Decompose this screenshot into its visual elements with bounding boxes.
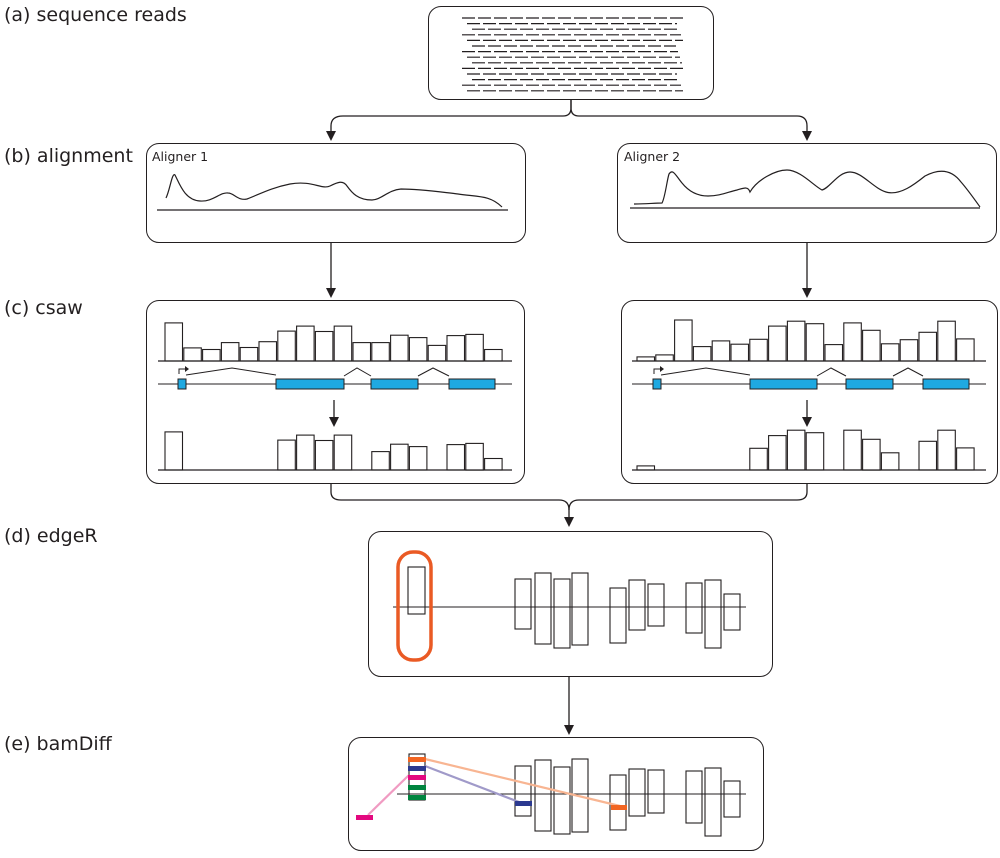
kept-window-bar-right (918, 440, 938, 471)
kept-window-bar-right (768, 435, 787, 471)
window-bar-left (408, 337, 428, 362)
reads-panel (428, 6, 714, 100)
step-label-sequence-reads: (a) sequence reads (4, 4, 187, 26)
gene-model-right (632, 366, 986, 390)
window-bar-right (843, 322, 862, 362)
window-bar-right (711, 340, 731, 362)
window-bar-left (239, 346, 259, 362)
window-bar-right (730, 343, 750, 362)
kept-window-bar-right (749, 447, 768, 471)
window-bar-right (786, 320, 806, 362)
csaw-window-bars (164, 319, 975, 471)
window-bar-right (956, 338, 975, 362)
step-label-csaw: (c) csaw (4, 297, 83, 319)
window-bar-right (692, 346, 712, 362)
window-bar-right (880, 343, 900, 362)
differential-window-highlight (396, 550, 433, 662)
window-bar-right (749, 338, 768, 362)
window-bar-right (655, 354, 674, 362)
window-bar-right (862, 329, 881, 362)
window-bar-left (371, 342, 390, 362)
read-markers (356, 757, 627, 820)
window-bar-left (183, 347, 202, 362)
kept-window-bar-right (843, 429, 862, 471)
split-connector (326, 100, 812, 141)
kept-window-bar-left (390, 443, 409, 471)
csaw-baselines (158, 360, 986, 471)
edger-windows (393, 566, 746, 649)
window-bar-left (220, 342, 240, 362)
aligner-2-label: Aligner 2 (624, 149, 681, 164)
filter-arrows (329, 400, 812, 427)
kept-window-bar-left (465, 442, 484, 471)
alignment-to-csaw-arrows (326, 243, 812, 298)
gene-model-left (158, 366, 512, 390)
sequence-reads-glyph (462, 17, 684, 92)
kept-window-bar-right (956, 447, 975, 471)
step-label-alignment: (b) alignment (4, 145, 133, 167)
kept-window-bar-right (636, 465, 656, 471)
kept-window-bar-right (937, 429, 956, 471)
coverage-tracks (157, 169, 981, 211)
window-bar-right (805, 323, 825, 362)
window-bar-left (333, 325, 353, 362)
kept-window-bar-right (805, 432, 825, 471)
kept-window-bar-left (484, 457, 503, 471)
merge-connector (330, 484, 808, 527)
window-bar-left (427, 344, 447, 362)
window-bar-left (202, 348, 221, 362)
window-bar-left (484, 348, 503, 362)
kept-window-bar-left (333, 434, 353, 471)
coverage-profile-aligner-1 (165, 174, 503, 208)
window-bar-right (768, 325, 787, 362)
step-label-edger: (d) edgeR (4, 525, 98, 547)
kept-window-bar-right (786, 429, 806, 471)
window-bar-right (918, 331, 938, 362)
window-bar-left (465, 333, 484, 362)
kept-window-bar-left (277, 439, 296, 471)
window-bar-right (899, 339, 919, 362)
csaw-right-panel (621, 300, 998, 484)
window-bar-right (636, 356, 656, 362)
aligner-1-label: Aligner 1 (152, 149, 209, 164)
kept-window-bar-left (371, 451, 390, 471)
kept-window-bar-left (408, 446, 428, 471)
window-bar-left (314, 330, 334, 362)
kept-window-bar-left (446, 444, 466, 471)
read-trajectories (367, 757, 621, 816)
window-bar-left (164, 322, 184, 362)
window-bar-left (352, 342, 372, 362)
window-bar-right (824, 344, 844, 362)
step-label-bamdiff: (e) bamDiff (4, 733, 112, 755)
window-bar-left (296, 325, 315, 362)
aligner-1-panel (146, 143, 526, 243)
coverage-profile-aligner-2 (633, 169, 981, 208)
window-bar-left (277, 330, 296, 362)
window-bar-left (446, 335, 466, 362)
kept-window-bar-right (862, 438, 881, 471)
kept-window-bar-left (314, 439, 334, 471)
window-bar-left (258, 341, 278, 362)
kept-window-bar-left (296, 434, 315, 471)
window-bar-right (937, 320, 956, 362)
aligner-2-panel (617, 143, 997, 243)
window-bar-left (390, 334, 409, 362)
window-bar-right (674, 319, 693, 362)
csaw-left-panel (146, 300, 525, 484)
kept-window-bar-right (880, 452, 900, 471)
kept-window-bar-left (164, 431, 184, 471)
